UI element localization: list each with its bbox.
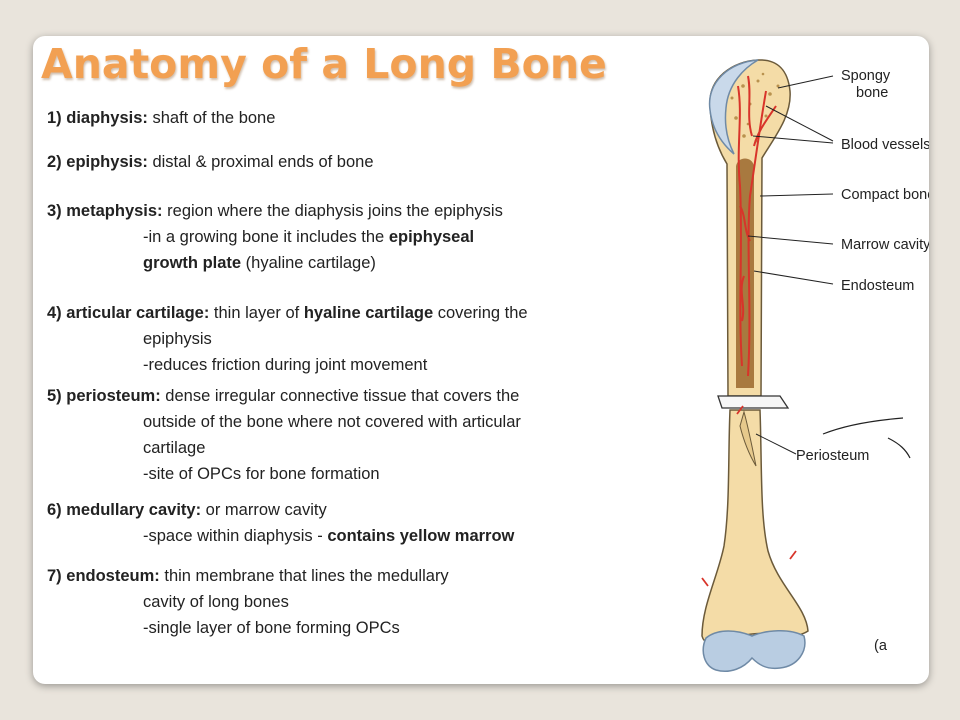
item-detail-bold: contains yellow marrow [327, 527, 515, 545]
item-description: region where the diaphysis joins the epi… [167, 202, 503, 220]
item-description: or marrow cavity [205, 501, 327, 519]
item-term: diaphysis: [66, 109, 148, 127]
label-endosteum: Endosteum [841, 278, 914, 294]
item-description: distal & proximal ends of bone [152, 153, 374, 171]
item-detail: cartilage [143, 439, 206, 457]
long-bone-diagram: Spongy bone Blood vessels Compact bone M… [701, 59, 929, 672]
item-detail-bold: epiphyseal [388, 228, 475, 246]
slide: Anatomy of a Long Bone 1) diaphysis: sha… [33, 36, 929, 684]
articular-cartilage-shape [708, 59, 759, 155]
item-term: metaphysis: [66, 202, 163, 220]
label-compact-bone: Compact bone [841, 187, 929, 203]
item-number: 3) [47, 202, 62, 220]
item-detail: outside of the bone where not covered wi… [143, 413, 521, 431]
background-curve [822, 417, 904, 435]
item-detail: -in a growing bone it includes the [143, 228, 389, 246]
list-item: 3) metaphysis: region where the diaphysi… [47, 198, 607, 276]
distal-bone-shape [701, 409, 809, 645]
item-number: 2) [47, 153, 62, 171]
label-figure-part: (a [874, 638, 888, 654]
section-plane-shape [717, 395, 790, 409]
label-blood-vessels: Blood vessels [841, 137, 929, 153]
item-detail: (hyaline cartilage) [241, 254, 376, 272]
list-item: 5) periosteum: dense irregular connectiv… [47, 383, 607, 487]
item-number: 7) [47, 567, 62, 585]
background-curve [887, 437, 911, 459]
list-item: 1) diaphysis: shaft of the bone [47, 105, 607, 131]
label-periosteum: Periosteum [796, 448, 869, 464]
item-term: articular cartilage: [66, 304, 210, 322]
item-number: 6) [47, 501, 62, 519]
item-term: epiphysis: [66, 153, 148, 171]
item-term: medullary cavity: [66, 501, 202, 519]
item-description: shaft of the bone [152, 109, 276, 127]
label-spongy-bone: bone [856, 85, 888, 101]
periosteum-flap-shape [739, 410, 757, 467]
item-description: covering the [433, 304, 528, 322]
list-item: 6) medullary cavity: or marrow cavity -s… [47, 497, 607, 549]
list-item: 7) endosteum: thin membrane that lines t… [47, 563, 607, 641]
item-detail: -reduces friction during joint movement [143, 356, 428, 374]
item-description: thin layer of [213, 304, 304, 322]
item-detail: -site of OPCs for bone formation [143, 465, 380, 483]
distal-cartilage-shape [702, 630, 806, 672]
item-term: periosteum: [66, 387, 161, 405]
vessel-marks [701, 405, 797, 587]
item-detail-bold: growth plate [143, 254, 242, 272]
item-description: dense irregular connective tissue that c… [165, 387, 520, 405]
list-item: 2) epiphysis: distal & proximal ends of … [47, 149, 607, 175]
label-marrow-cavity: Marrow cavity [841, 237, 929, 253]
item-term: endosteum: [66, 567, 160, 585]
page-title: Anatomy of a Long Bone [41, 40, 607, 88]
item-detail: cavity of long bones [143, 593, 289, 611]
list-item: 4) articular cartilage: thin layer of hy… [47, 300, 607, 378]
item-number: 1) [47, 109, 62, 127]
item-number: 4) [47, 304, 62, 322]
item-detail: -space within diaphysis - [143, 527, 328, 545]
item-description: thin membrane that lines the medullary [164, 567, 449, 585]
label-spongy-bone: Spongy [841, 68, 891, 84]
item-description-bold: hyaline cartilage [303, 304, 434, 322]
item-detail: epiphysis [143, 330, 212, 348]
item-number: 5) [47, 387, 62, 405]
item-detail: -single layer of bone forming OPCs [143, 619, 400, 637]
leader-lines [747, 75, 834, 455]
